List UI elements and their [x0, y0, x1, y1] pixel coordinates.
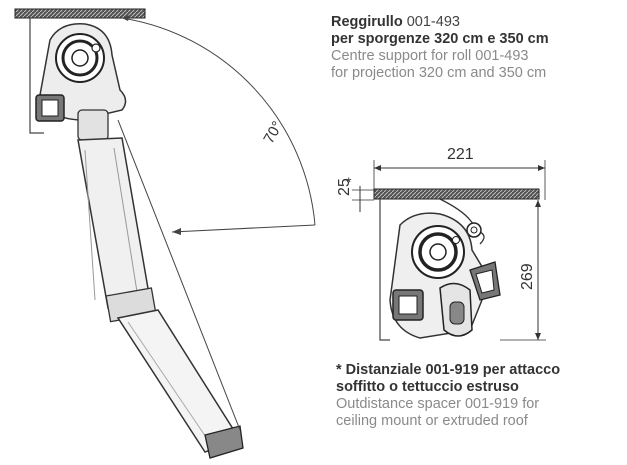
- bottom-caption-line2: soffitto o tettuccio estruso: [336, 379, 519, 395]
- ceiling-bar-right: [373, 188, 540, 200]
- bottom-caption-line4: ceiling mount or extruded roof: [336, 413, 528, 429]
- angle-leg: [171, 224, 316, 233]
- dim-label-asterisk: *: [346, 174, 352, 190]
- angle-arrow-top: [122, 15, 130, 21]
- mount-frame-right: [379, 199, 390, 341]
- angle-arrow-bottom: [172, 228, 181, 235]
- bottom-caption: * Distanziale 001-919 per attacco soffit…: [336, 362, 560, 430]
- top-caption-code: 001-493: [406, 14, 460, 30]
- top-caption-line3: Centre support for roll 001-493: [331, 48, 529, 64]
- bottom-caption-line1: * Distanziale 001-919 per attacco: [336, 362, 561, 378]
- angle-arc: [121, 17, 316, 226]
- dim-label-spacer: 25: [336, 178, 353, 196]
- top-caption-line4: for projection 320 cm and 350 cm: [331, 65, 547, 81]
- dim-label-height: 269: [519, 263, 536, 290]
- top-caption-title: Reggirullo: [331, 14, 403, 30]
- top-caption-line2: per sporgenze 320 cm e 350 cm: [331, 31, 549, 47]
- mount-frame-left: [29, 18, 44, 134]
- top-caption-line1: Reggirullo 001-493: [331, 14, 549, 31]
- section-mechanism: [389, 198, 501, 339]
- roll-housing-left: [35, 23, 127, 141]
- arm-body: [77, 119, 244, 459]
- top-caption: Reggirullo 001-493 per sporgenze 320 cm …: [331, 14, 549, 82]
- ceiling-bar-left: [14, 8, 146, 19]
- bottom-caption-line3: Outdistance spacer 001-919 for: [336, 396, 540, 412]
- dim-label-width: 221: [447, 146, 474, 163]
